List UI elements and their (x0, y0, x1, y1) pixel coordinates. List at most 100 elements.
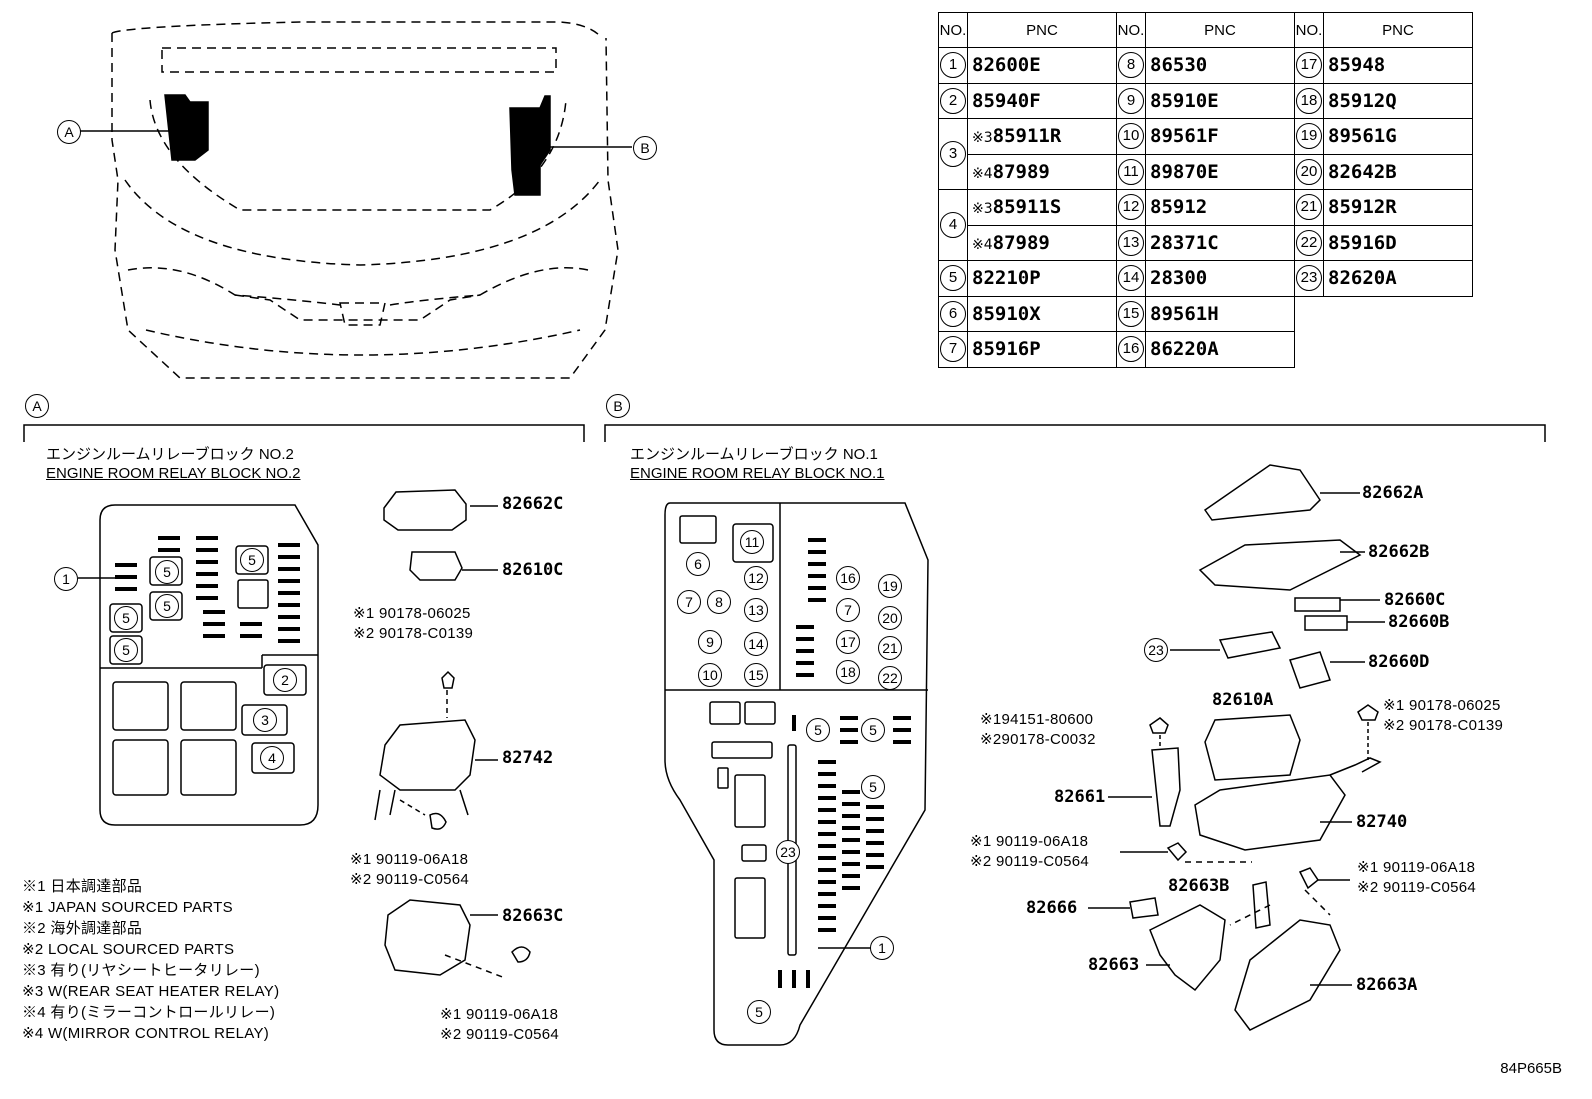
note-line: ※3 W(REAR SEAT HEATER RELAY) (22, 983, 280, 1000)
slot-5: 5 (861, 718, 885, 742)
part-82661: 82661 (1054, 787, 1106, 807)
pnc-cell: 85912Q (1323, 82, 1473, 119)
slot-22: 22 (878, 666, 902, 690)
table-header-pnc: PNC (1145, 12, 1295, 48)
note-line: ※2 LOCAL SOURCED PARTS (22, 941, 235, 958)
pnc-cell: 82620A (1323, 260, 1473, 297)
slot-15: 15 (744, 663, 768, 687)
slot-1: 1 (870, 936, 894, 960)
part-82662b: 82662B (1368, 542, 1430, 562)
table-header-pnc: PNC (1323, 12, 1473, 48)
slot-5: 5 (155, 560, 179, 584)
pnc-cell: 82210P (967, 260, 1117, 297)
bolt-local: ※2 90119-C0564 (350, 871, 470, 888)
slot-5: 5 (155, 594, 179, 618)
part-82660d: 82660D (1368, 652, 1430, 672)
row-number: 23 (1296, 265, 1322, 292)
drawing-code: 84P665B (1500, 1060, 1562, 1077)
part-82740: 82740 (1356, 812, 1408, 832)
relay-block-no2-outline (99, 504, 319, 826)
part-82610c: 82610C (502, 560, 564, 580)
bolt-jp: ※1 90178-06025 (1383, 697, 1501, 714)
part-82666: 82666 (1026, 898, 1078, 918)
pnc-cell: 85910X (967, 295, 1117, 332)
row-number: 9 (1118, 87, 1144, 114)
slot-2: 2 (273, 668, 297, 692)
notes-legend: ※1 日本調達部品 ※1 JAPAN SOURCED PARTS ※2 海外調達… (22, 876, 279, 1044)
row-number: 5 (940, 265, 966, 292)
note-mark: ※4 (972, 165, 993, 182)
part-82663: 82663 (1088, 955, 1140, 975)
row-number: 6 (940, 300, 966, 327)
note-mark: ※3 (972, 130, 993, 147)
slot-5: 5 (114, 606, 138, 630)
pnc-table: NO. PNC NO. PNC NO. PNC 1 82600E 8 86530… (938, 12, 1473, 368)
note-line: ※4 W(MIRROR CONTROL RELAY) (22, 1025, 270, 1042)
slot-5: 5 (114, 638, 138, 662)
part-82662a: 82662A (1362, 483, 1424, 503)
callout-23: 23 (1144, 638, 1168, 662)
row-number: 4 (940, 212, 966, 238)
note-mark: ※3 (972, 201, 993, 218)
row-number: 12 (1118, 194, 1144, 221)
section-b-tag: B (606, 394, 630, 418)
pnc-cell: 89561G (1323, 118, 1473, 155)
relay-block-no1-outline (664, 502, 929, 1046)
slot-14: 14 (744, 632, 768, 656)
pnc-cell: 85910E (1145, 82, 1295, 119)
pnc-cell: 85911S (992, 196, 1062, 219)
callout-b: B (633, 136, 657, 160)
slot-6: 6 (686, 552, 710, 576)
slot-11: 11 (740, 530, 764, 554)
slot-17: 17 (836, 630, 860, 654)
slot-21: 21 (878, 636, 902, 660)
part-sketches-a (374, 489, 531, 979)
pnc-cell: 85940F (967, 82, 1117, 119)
pnc-cell: 85948 (1323, 47, 1473, 84)
row-number: 7 (940, 336, 966, 363)
pnc-cell: 82642B (1323, 153, 1473, 190)
bolt-local: ※2 90119-C0564 (1357, 879, 1477, 896)
part-82662c: 82662C (502, 494, 564, 514)
row-number: 22 (1296, 229, 1322, 256)
row-number: 10 (1118, 123, 1144, 150)
pnc-cell: 89870E (1145, 153, 1295, 190)
fuse-bars-no1 (778, 538, 911, 988)
note-line: ※4 有り(ミラーコントロールリレー) (22, 1004, 276, 1021)
slot-5: 5 (806, 718, 830, 742)
slot-23: 23 (776, 840, 800, 864)
pnc-cell: 82600E (967, 47, 1117, 84)
overview-block-b (509, 95, 551, 196)
slot-5: 5 (861, 775, 885, 799)
slot-9: 9 (698, 630, 722, 654)
callout-a: A (57, 120, 81, 144)
row-number: 1 (940, 52, 966, 79)
row-number: 17 (1296, 52, 1322, 79)
pnc-cell: 86220A (1145, 331, 1295, 368)
row-number: 16 (1118, 336, 1144, 363)
slot-1: 1 (54, 567, 78, 591)
section-b-title-en: ENGINE ROOM RELAY BLOCK NO.1 (630, 465, 885, 482)
row-number: 15 (1118, 300, 1144, 327)
row-number: 3 (940, 141, 966, 167)
slot-13: 13 (744, 598, 768, 622)
pnc-cell: 85911R (992, 125, 1062, 148)
slot-12: 12 (744, 566, 768, 590)
row-number: 18 (1296, 87, 1322, 114)
section-a-title-jp: エンジンルームリレーブロック NO.2 (46, 446, 294, 463)
part-sketches-b (1088, 464, 1385, 1031)
bolt-local: ※2 90119-C0564 (970, 853, 1090, 870)
pnc-cell: 87989 (992, 160, 1050, 183)
bolt-local: ※2 90119-C0564 (440, 1026, 560, 1043)
pnc-cell: 28371C (1145, 224, 1295, 261)
slot-16: 16 (836, 566, 860, 590)
slot-5: 5 (240, 548, 264, 572)
pnc-cell: 87989 (992, 231, 1050, 254)
table-header-pnc: PNC (967, 12, 1117, 48)
slot-4: 4 (260, 746, 284, 770)
bolt-jp: ※1 90119-06A18 (1357, 859, 1476, 876)
slot-3: 3 (253, 708, 277, 732)
note-line: ※2 海外調達部品 (22, 920, 143, 937)
section-a-title-en: ENGINE ROOM RELAY BLOCK NO.2 (46, 465, 301, 482)
